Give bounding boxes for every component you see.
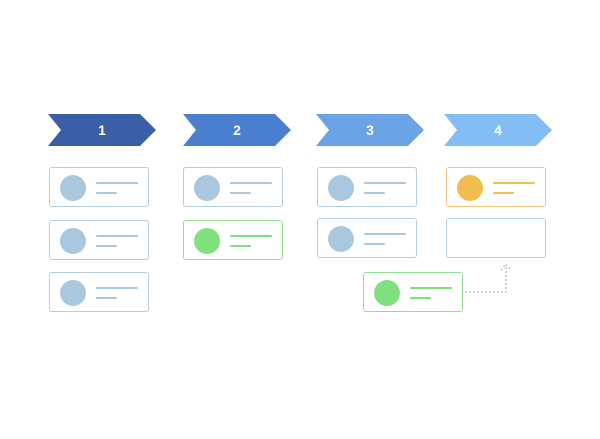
stage-2-card-1[interactable]: [183, 167, 283, 207]
stage-2-card-active[interactable]: [183, 220, 283, 260]
moving-card[interactable]: [363, 272, 463, 312]
stage-1-card-3[interactable]: [49, 272, 149, 312]
stage-3-card-1[interactable]: [317, 167, 417, 207]
stage-2-number: 2: [233, 122, 241, 138]
avatar: [328, 175, 354, 201]
card-subtitle-line: [96, 245, 117, 247]
chevron-shape: [316, 114, 424, 146]
card-title-line: [410, 287, 452, 289]
stage-3-number: 3: [366, 122, 374, 138]
card-subtitle-line: [230, 192, 251, 194]
card-subtitle-line: [364, 243, 385, 245]
stage-3-card-2[interactable]: [317, 218, 417, 258]
avatar: [457, 175, 483, 201]
stage-1-card-1[interactable]: [49, 167, 149, 207]
stage-4-chevron: 4: [444, 114, 552, 146]
card-subtitle-line: [96, 192, 117, 194]
stage-3-chevron: 3: [316, 114, 424, 146]
avatar: [194, 175, 220, 201]
stage-1-number: 1: [98, 122, 106, 138]
card-title-line: [364, 233, 406, 235]
card-subtitle-line: [364, 192, 385, 194]
stage-4-drop-slot[interactable]: [446, 218, 546, 258]
chevron-shape: [183, 114, 291, 146]
stage-2-chevron: 2: [183, 114, 291, 146]
chevron-shape: [444, 114, 552, 146]
card-title-line: [230, 235, 272, 237]
avatar: [374, 280, 400, 306]
card-subtitle-line: [230, 245, 251, 247]
stage-4-number: 4: [494, 122, 502, 138]
chevron-shape: [48, 114, 156, 146]
stage-4-card-1[interactable]: [446, 167, 546, 207]
avatar: [194, 228, 220, 254]
avatar: [328, 226, 354, 252]
avatar: [60, 280, 86, 306]
card-title-line: [230, 182, 272, 184]
card-title-line: [364, 182, 406, 184]
card-subtitle-line: [96, 297, 117, 299]
card-title-line: [493, 182, 535, 184]
avatar: [60, 175, 86, 201]
card-title-line: [96, 182, 138, 184]
card-subtitle-line: [410, 297, 431, 299]
card-title-line: [96, 287, 138, 289]
card-subtitle-line: [493, 192, 514, 194]
stage-1-chevron: 1: [48, 114, 156, 146]
card-title-line: [96, 235, 138, 237]
avatar: [60, 228, 86, 254]
stage-1-card-2[interactable]: [49, 220, 149, 260]
